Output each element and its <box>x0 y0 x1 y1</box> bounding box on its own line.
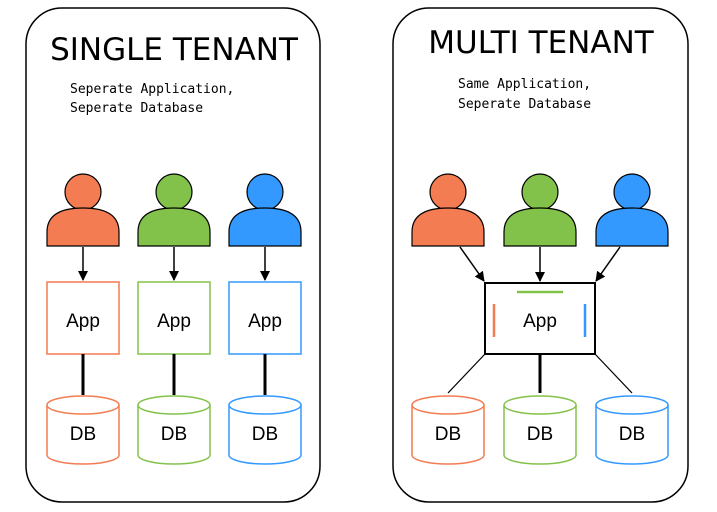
database-icon <box>46 395 120 465</box>
app-box-orange <box>46 281 120 355</box>
user-icon <box>595 173 669 247</box>
single-tenant-title: SINGLE TENANT <box>50 32 299 68</box>
db-label: DB <box>619 424 645 445</box>
arrow <box>595 246 621 282</box>
db-label: DB <box>161 424 187 445</box>
app-box-green <box>137 281 211 355</box>
app-label: App <box>157 311 191 332</box>
shared-app-box <box>484 282 596 355</box>
multi-tenant-subtitle-line2: Seperate Database <box>458 97 591 112</box>
connector <box>447 353 486 394</box>
single-tenant-frame <box>25 7 321 503</box>
multi-tenant-subtitle-line1: Same Application, <box>458 77 591 92</box>
user-icon <box>228 173 302 247</box>
database-icon <box>137 395 211 465</box>
database-icon <box>411 395 485 465</box>
single-tenant-subtitle-line2: Seperate Database <box>70 101 203 116</box>
database-icon <box>595 395 669 465</box>
db-label: DB <box>435 424 461 445</box>
user-icon <box>411 173 485 247</box>
multi-tenant-panel: MULTI TENANT Same Application, Seperate … <box>392 7 689 503</box>
arrow <box>459 246 485 282</box>
single-tenant-panel: SINGLE TENANT Seperate Application, Sepe… <box>25 7 321 503</box>
user-icon <box>503 173 577 247</box>
db-label: DB <box>527 424 553 445</box>
app-label: App <box>248 311 282 332</box>
app-label: App <box>66 311 100 332</box>
database-icon <box>228 395 302 465</box>
connector <box>594 353 633 394</box>
multi-tenant-title: MULTI TENANT <box>428 25 654 61</box>
user-icon <box>46 173 120 247</box>
user-icon <box>137 173 211 247</box>
app-label: App <box>523 311 557 332</box>
db-label: DB <box>252 424 278 445</box>
database-icon <box>503 395 577 465</box>
single-tenant-subtitle-line1: Seperate Application, <box>70 82 234 97</box>
db-label: DB <box>70 424 96 445</box>
app-box-blue <box>228 281 302 355</box>
